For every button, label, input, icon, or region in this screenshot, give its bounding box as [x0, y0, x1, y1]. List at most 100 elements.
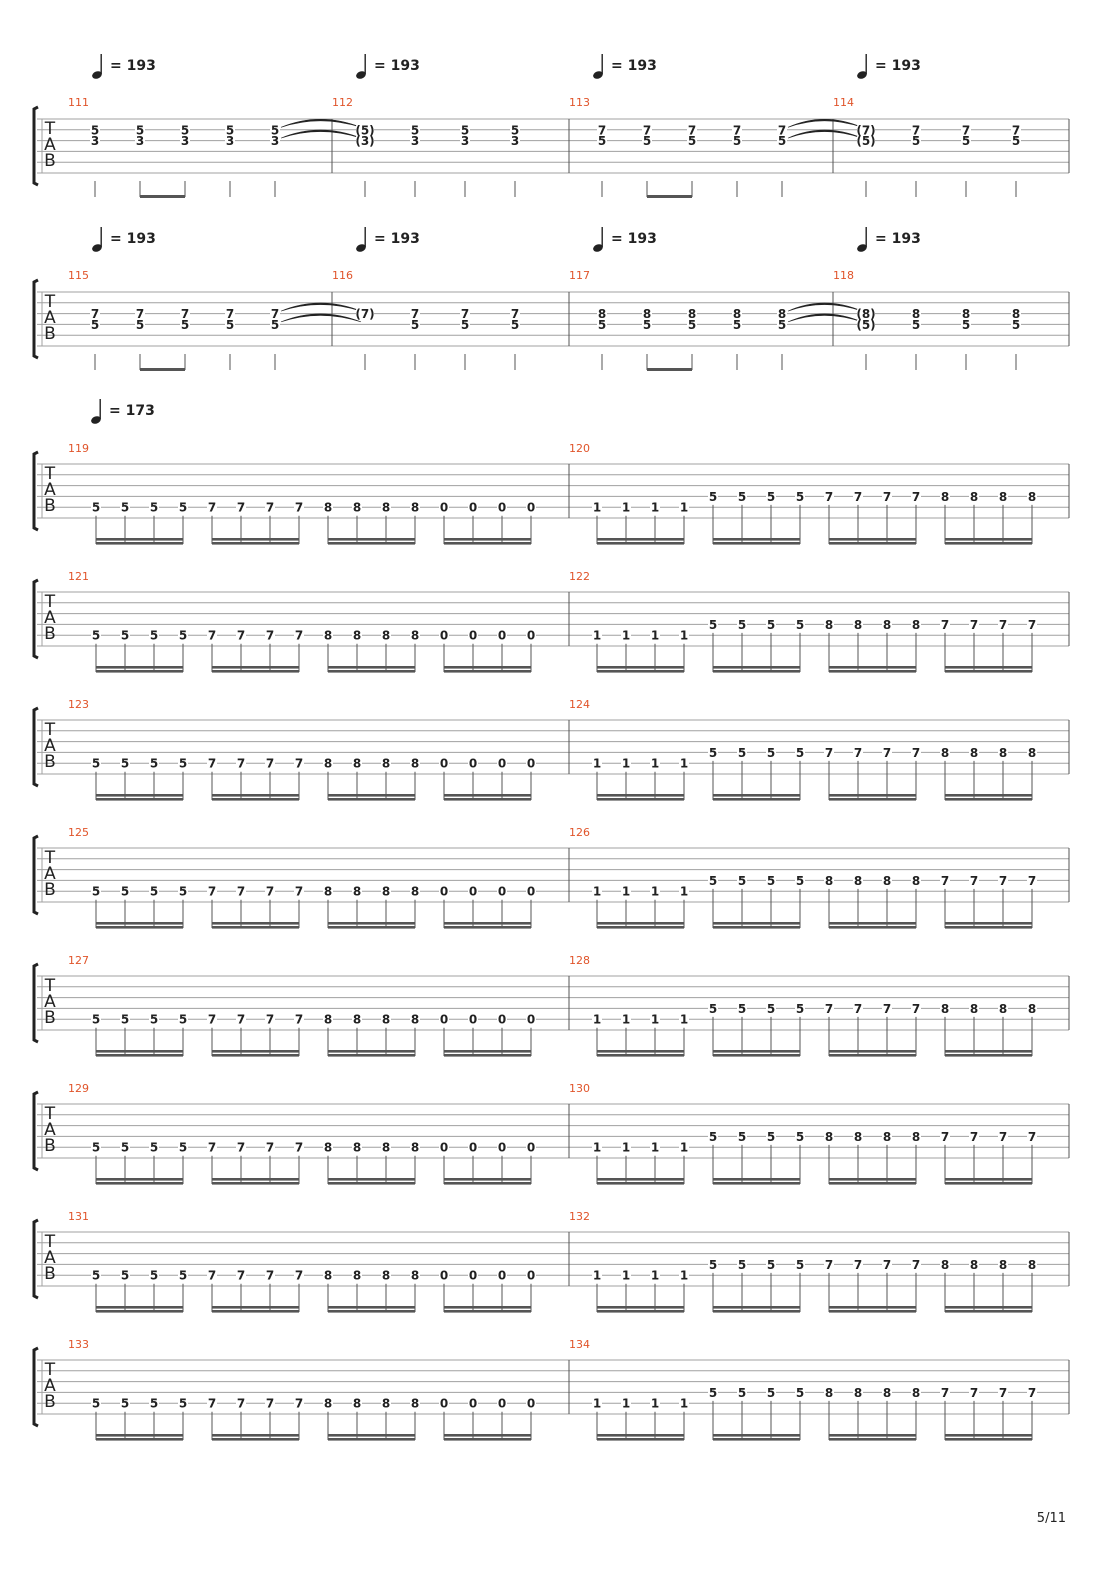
fret-number: 5 — [92, 1013, 100, 1027]
fret-number: 3 — [271, 134, 279, 148]
fret-number: 5 — [767, 1130, 775, 1144]
fret-number: 3 — [136, 134, 144, 148]
note-beam — [444, 666, 531, 669]
fret-number: 7 — [1012, 123, 1020, 137]
fret-number: 1 — [651, 757, 659, 771]
fret-bg — [642, 319, 652, 330]
fret-bg — [352, 1398, 362, 1409]
note-beam — [945, 1434, 1032, 1437]
fret-number: 1 — [593, 1397, 601, 1411]
fret-bg — [323, 502, 333, 513]
fret-number: 5 — [598, 134, 606, 148]
fret-number: 0 — [527, 1397, 535, 1411]
fret-bg — [911, 309, 921, 320]
fret-number: 8 — [999, 746, 1007, 760]
fret-bg — [708, 1003, 718, 1014]
fret-number: 5 — [511, 318, 519, 332]
tempo-marking: = 173 — [109, 403, 155, 419]
fret-bg — [857, 309, 875, 320]
fret-bg — [1011, 136, 1021, 147]
fret-bg — [824, 1131, 834, 1142]
note-beam — [212, 1438, 299, 1441]
fret-bg — [998, 619, 1008, 630]
fret-number: 7 — [854, 1002, 862, 1016]
fret-number: (5) — [856, 318, 875, 332]
fret-bg — [352, 1014, 362, 1025]
fret-number: 5 — [411, 318, 419, 332]
note-beam — [713, 666, 800, 669]
note-beam — [713, 538, 800, 541]
fret-number: 0 — [527, 1269, 535, 1283]
fret-bg — [265, 1270, 275, 1281]
fret-number: 7 — [999, 874, 1007, 888]
fret-bg — [737, 1131, 747, 1142]
fret-number: 5 — [461, 318, 469, 332]
tab-clef-letter: A — [44, 992, 56, 1012]
fret-number: 7 — [1028, 1386, 1036, 1400]
bar-number: 111 — [68, 96, 89, 109]
note-beam — [328, 1306, 415, 1309]
fret-number: 1 — [680, 885, 688, 899]
fret-number: 5 — [181, 123, 189, 137]
fret-number: 5 — [738, 1386, 746, 1400]
bar-number: 128 — [569, 954, 590, 967]
quarter-note-icon — [91, 416, 101, 424]
fret-bg — [969, 1003, 979, 1014]
tempo-marking: = 193 — [611, 231, 657, 247]
fret-number: 7 — [778, 123, 786, 137]
fret-bg — [265, 1398, 275, 1409]
fret-bg — [149, 1014, 159, 1025]
fret-bg — [795, 1259, 805, 1270]
fret-bg — [225, 319, 235, 330]
fret-bg — [120, 1270, 130, 1281]
fret-bg — [911, 1131, 921, 1142]
fret-number: 5 — [150, 885, 158, 899]
fret-bg — [180, 319, 190, 330]
system-bracket — [32, 1346, 39, 1428]
fret-number: 8 — [382, 1397, 390, 1411]
fret-bg — [853, 1259, 863, 1270]
fret-number: 5 — [962, 318, 970, 332]
fret-bg — [91, 1270, 101, 1281]
fret-number: 7 — [226, 307, 234, 321]
tab-clef-letter: B — [44, 752, 56, 772]
fret-bg — [178, 886, 188, 897]
fret-number: 7 — [266, 1141, 274, 1155]
fret-number: 8 — [941, 490, 949, 504]
fret-bg — [510, 125, 520, 136]
fret-number: 0 — [498, 757, 506, 771]
fret-number: 0 — [440, 1141, 448, 1155]
bar-number: 116 — [332, 269, 353, 282]
fret-number: 0 — [469, 1269, 477, 1283]
note-beam — [212, 666, 299, 669]
note-beam — [96, 798, 183, 801]
fret-bg — [650, 1270, 660, 1281]
note-beam — [96, 1310, 183, 1313]
fret-bg — [381, 1142, 391, 1153]
bar-number: 122 — [569, 570, 590, 583]
fret-bg — [265, 758, 275, 769]
fret-bg — [1027, 1003, 1037, 1014]
fret-number: 1 — [622, 629, 630, 643]
fret-bg — [687, 319, 697, 330]
fret-bg — [911, 1003, 921, 1014]
fret-number: 5 — [121, 629, 129, 643]
fret-number: 5 — [738, 746, 746, 760]
fret-number: 5 — [92, 1141, 100, 1155]
fret-bg — [969, 1259, 979, 1270]
note-beam — [96, 1050, 183, 1053]
fret-number: 7 — [237, 501, 245, 515]
fret-bg — [236, 630, 246, 641]
fret-number: 5 — [796, 874, 804, 888]
fret-number: 8 — [382, 1013, 390, 1027]
fret-bg — [621, 1398, 631, 1409]
fret-number: 5 — [91, 318, 99, 332]
fret-number: 5 — [709, 1002, 717, 1016]
tab-clef-letter: A — [44, 480, 56, 500]
note-beam — [328, 1310, 415, 1313]
fret-bg — [824, 619, 834, 630]
note-beam — [212, 1178, 299, 1181]
fret-number: 8 — [324, 757, 332, 771]
fret-bg — [1027, 1259, 1037, 1270]
fret-number: 0 — [527, 757, 535, 771]
